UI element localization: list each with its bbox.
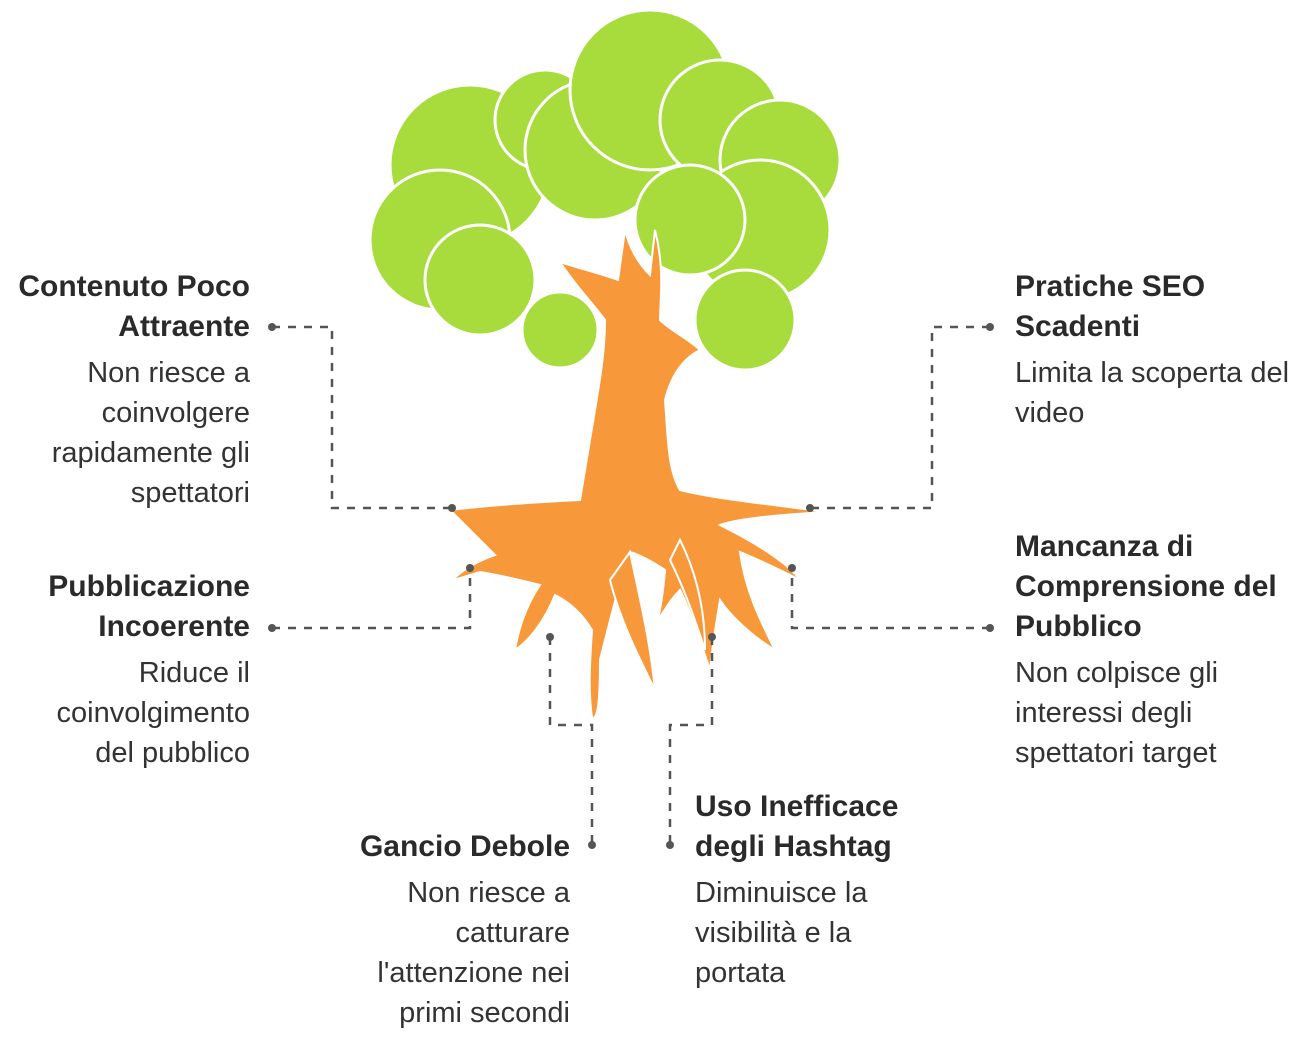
- cause-pubblico: Mancanza di Comprensione del Pubblico No…: [1015, 527, 1293, 773]
- cause-description: Non riesce a coinvolgere rapidamente gli…: [51, 357, 250, 509]
- connector-seo: [810, 325, 990, 510]
- cause-description: Diminuisce la visibilità e la portata: [695, 877, 868, 989]
- cause-hashtag: Uso Inefficace degli Hashtag Diminuisce …: [695, 787, 925, 993]
- connectors: [272, 325, 990, 845]
- tree-foliage: [368, 8, 842, 372]
- cause-contenuto: Contenuto Poco Attraente Non riesce a co…: [10, 267, 250, 513]
- cause-gancio: Gancio Debole Non riesce a catturare l'a…: [320, 827, 570, 1033]
- cause-description: Non riesce a catturare l'attenzione nei …: [377, 877, 570, 1029]
- cause-seo: Pratiche SEO Scadenti Limita la scoperta…: [1015, 267, 1290, 433]
- connector-dots: [268, 323, 994, 849]
- cause-title: Pubblicazione Incoerente: [48, 570, 250, 643]
- cause-title: Gancio Debole: [359, 830, 570, 863]
- tree-trunk-roots: [447, 229, 826, 720]
- cause-description: Riduce il coinvolgimento del pubblico: [56, 657, 250, 769]
- cause-description: Limita la scoperta del video: [1015, 357, 1290, 429]
- connector-gancio: [548, 637, 594, 845]
- cause-title: Uso Inefficace degli Hashtag: [695, 790, 899, 863]
- cause-title: Pratiche SEO Scadenti: [1015, 270, 1206, 343]
- connector-pubblicazione: [272, 568, 472, 630]
- connector-pubblico: [790, 568, 990, 630]
- cause-title: Mancanza di Comprensione del Pubblico: [1015, 530, 1277, 643]
- cause-description: Non colpisce gli interessi degli spettat…: [1015, 657, 1219, 769]
- cause-title: Contenuto Poco Attraente: [18, 270, 250, 343]
- cause-pubblicazione: Pubblicazione Incoerente Riduce il coinv…: [10, 567, 250, 773]
- connector-contenuto: [272, 325, 452, 510]
